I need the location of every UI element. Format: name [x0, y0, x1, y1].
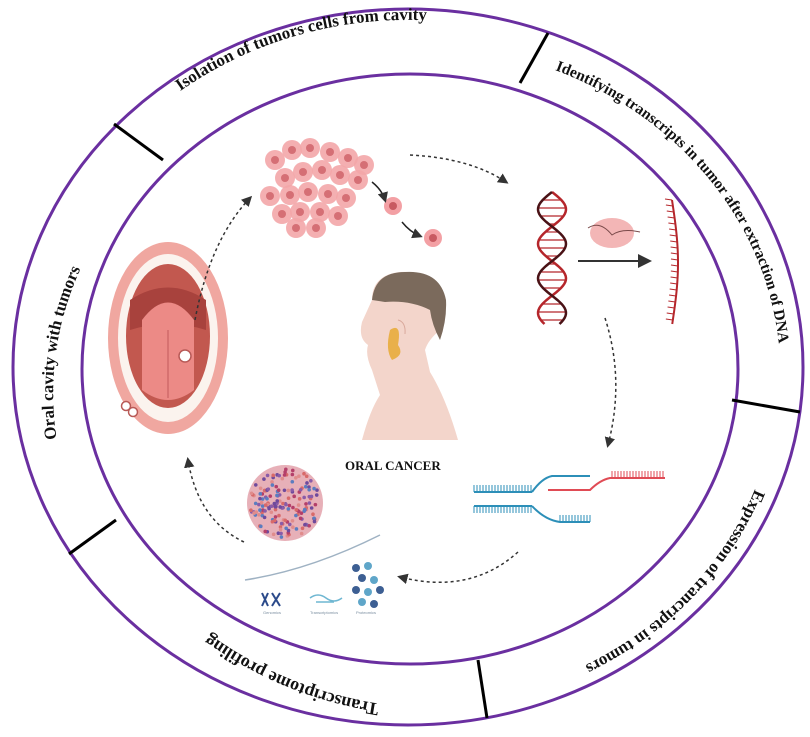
cycle-arrow	[184, 457, 245, 543]
divider-line	[68, 518, 117, 556]
segment-label-oral-cavity: Oral cavity with tumors	[38, 262, 84, 441]
patient-head-illustration	[360, 271, 458, 440]
divider-line	[476, 659, 489, 719]
single-strand-icon	[664, 198, 679, 325]
divider-line	[731, 398, 801, 414]
cycle-arrow	[409, 154, 509, 184]
lesion-marker	[127, 406, 139, 418]
lesion-marker	[178, 349, 192, 363]
dna-extraction-illustration	[536, 191, 679, 325]
caption-proteomics: Proteomics	[356, 610, 376, 615]
caption-genomics: Genomics	[263, 610, 281, 615]
divider-line	[518, 32, 550, 84]
dna-helix-icon	[536, 191, 568, 325]
segment-label-expression: Expression of trancripts in tumors	[583, 488, 769, 679]
segment-label-isolation: Isolation of tumors cells from cavity	[172, 5, 428, 95]
cycle-arrow	[604, 317, 617, 448]
proteomics-icon	[352, 562, 384, 608]
tumor-cells-illustration	[260, 138, 442, 247]
transcriptome-illustration: Genomics Transcriptomics Proteomics	[244, 465, 384, 615]
caption-transcriptomics: Transcriptomics	[310, 610, 338, 615]
enzyme-icon	[590, 218, 634, 248]
lesion-marker	[120, 400, 132, 412]
open-mouth-illustration	[108, 242, 228, 434]
transcriptomics-icon	[309, 594, 343, 603]
trend-curve	[244, 534, 381, 581]
strand-separation-illustration	[473, 471, 665, 523]
cell-detach-arrow	[371, 181, 388, 203]
outer-ring	[11, 7, 805, 727]
cycle-arrow	[397, 551, 519, 584]
cell-detach-arrow	[401, 221, 423, 239]
center-label: ORAL CANCER	[345, 458, 441, 473]
divider-line	[113, 122, 164, 162]
inner-ring	[80, 72, 740, 666]
genomics-icon	[261, 592, 281, 607]
cycle-arrow	[194, 195, 253, 321]
